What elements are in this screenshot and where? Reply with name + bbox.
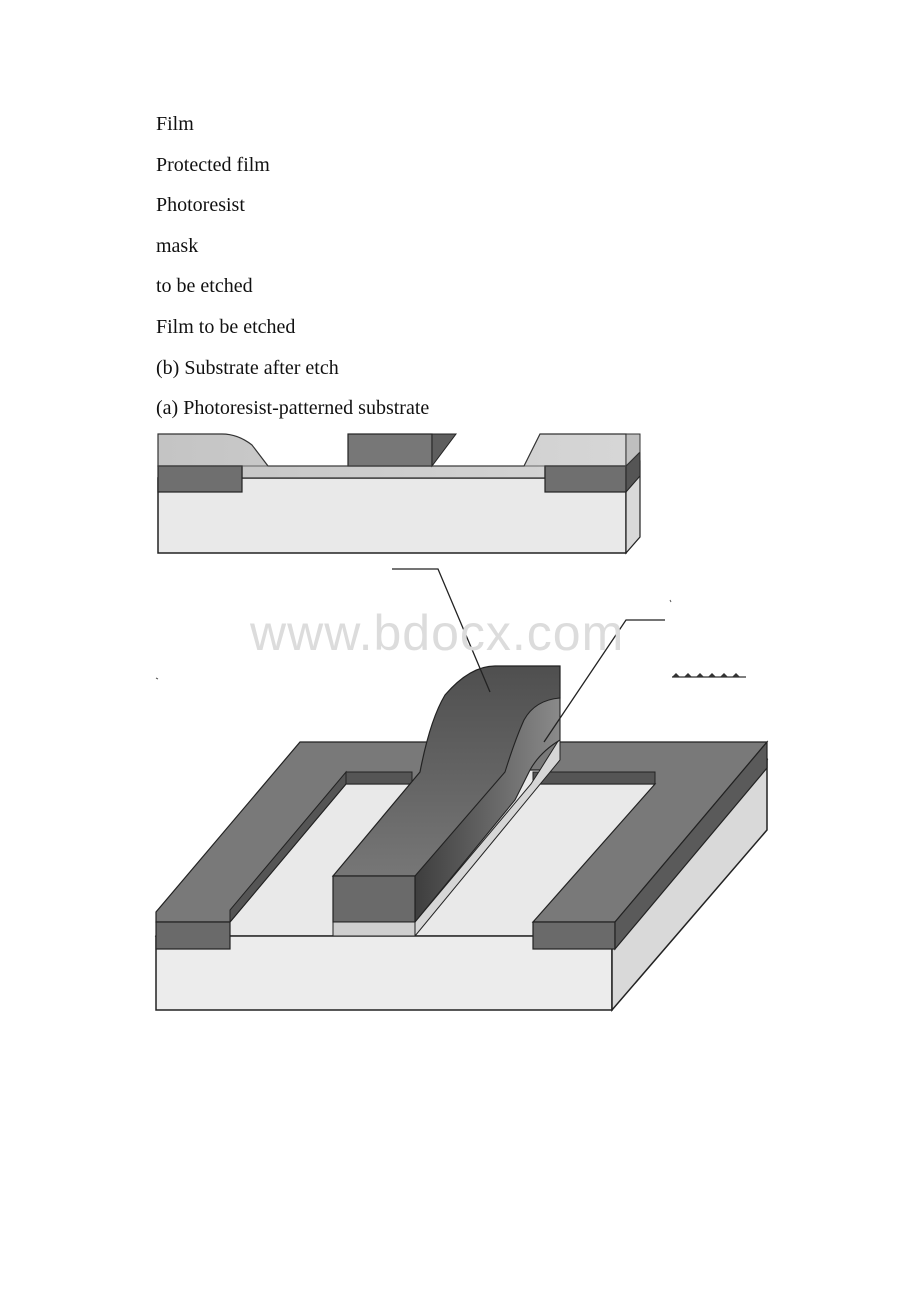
leader-line-film <box>543 619 665 743</box>
mask-block <box>347 433 433 467</box>
label-photoresist: Photoresist <box>156 194 245 216</box>
label-to-be-etched: to be etched <box>156 275 253 297</box>
cross-section-diagram <box>157 433 641 555</box>
label-film-to-be-etched: Film to be etched <box>156 316 296 338</box>
photoresist-strip-front <box>332 875 416 923</box>
leader-line-photoresist <box>392 568 491 693</box>
frame-left-front <box>155 921 231 950</box>
strip-film-front <box>332 921 416 937</box>
photoresist-side <box>625 433 641 468</box>
caption-substrate-after-etch: (b) Substrate after etch <box>156 357 339 379</box>
frame-inner-back-left <box>345 771 413 785</box>
label-film: Film <box>156 113 194 135</box>
dotted-mark <box>672 673 746 678</box>
photoresist-layer <box>157 433 627 479</box>
frame-right-front <box>532 921 616 950</box>
mask-block-side <box>431 433 457 468</box>
film-pad-right <box>544 465 627 493</box>
label-protected-film: Protected film <box>156 154 270 176</box>
watermark: www.bdocx.com <box>250 605 625 661</box>
caption-photoresist-patterned-substrate: (a) Photoresist-patterned substrate <box>156 397 430 419</box>
etched-substrate-3d-diagram <box>154 568 769 1013</box>
frame-inner-back-right <box>532 771 656 785</box>
photoresist-strip-side <box>414 697 561 924</box>
frame-right-side <box>614 740 768 951</box>
label-mask: mask <box>156 235 199 257</box>
film-pad-left <box>157 465 243 493</box>
